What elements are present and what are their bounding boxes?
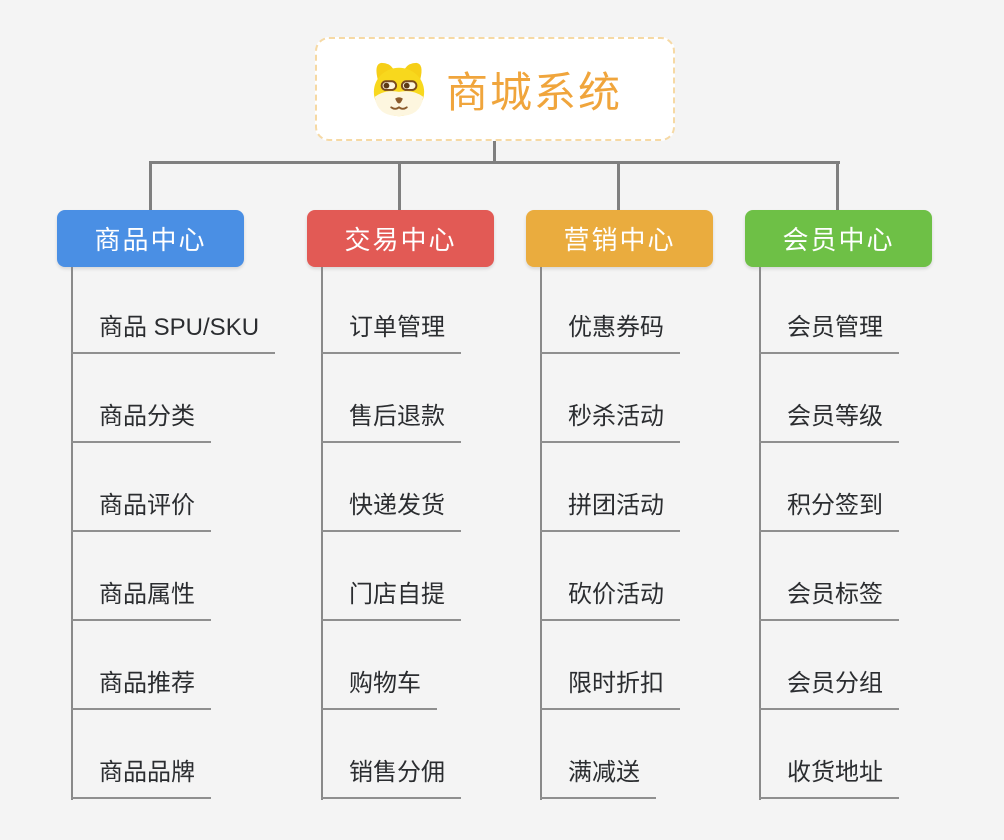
child-node[interactable]: 积分签到 <box>759 491 899 532</box>
root-node-mall-system[interactable]: 商城系统 <box>315 37 675 141</box>
child-node[interactable]: 会员分组 <box>759 669 899 710</box>
connector-drop-4 <box>836 161 839 210</box>
connector-root-stub <box>493 141 496 164</box>
connector-drop-1 <box>149 161 152 210</box>
child-node[interactable]: 商品评价 <box>71 491 211 532</box>
trunk-line-trade <box>321 267 323 800</box>
child-node[interactable]: 砍价活动 <box>540 580 680 621</box>
trunk-line-product <box>71 267 73 800</box>
trunk-line-marketing <box>540 267 542 800</box>
children-column-trade: 订单管理 售后退款 快递发货 门店自提 购物车 销售分佣 <box>321 267 461 840</box>
connector-drop-3 <box>617 161 620 210</box>
child-node[interactable]: 购物车 <box>321 669 437 710</box>
child-node[interactable]: 快递发货 <box>321 491 461 532</box>
child-node[interactable]: 销售分佣 <box>321 758 461 799</box>
branch-node-trade-center[interactable]: 交易中心 <box>307 210 494 267</box>
connector-bus <box>149 161 840 164</box>
child-node[interactable]: 门店自提 <box>321 580 461 621</box>
child-node[interactable]: 会员管理 <box>759 313 899 354</box>
child-node[interactable]: 商品属性 <box>71 580 211 621</box>
child-node[interactable]: 会员标签 <box>759 580 899 621</box>
child-node[interactable]: 商品推荐 <box>71 669 211 710</box>
child-node[interactable]: 商品分类 <box>71 402 211 443</box>
child-node[interactable]: 秒杀活动 <box>540 402 680 443</box>
child-node[interactable]: 限时折扣 <box>540 669 680 710</box>
children-column-product: 商品 SPU/SKU 商品分类 商品评价 商品属性 商品推荐 商品品牌 <box>71 267 276 840</box>
child-node[interactable]: 会员等级 <box>759 402 899 443</box>
child-node[interactable]: 商品 SPU/SKU <box>71 313 276 354</box>
branch-node-member-center[interactable]: 会员中心 <box>745 210 932 267</box>
branch-node-marketing-center[interactable]: 营销中心 <box>526 210 713 267</box>
child-node[interactable]: 满减送 <box>540 758 656 799</box>
children-column-member: 会员管理 会员等级 积分签到 会员标签 会员分组 收货地址 <box>759 267 899 840</box>
child-node[interactable]: 商品品牌 <box>71 758 211 799</box>
shiba-dog-icon <box>368 60 430 118</box>
child-node[interactable]: 订单管理 <box>321 313 461 354</box>
branch-node-product-center[interactable]: 商品中心 <box>57 210 244 267</box>
child-node[interactable]: 优惠券码 <box>540 313 680 354</box>
child-node[interactable]: 收货地址 <box>759 758 899 799</box>
connector-drop-2 <box>398 161 401 210</box>
root-title: 商城系统 <box>445 68 622 116</box>
children-column-marketing: 优惠券码 秒杀活动 拼团活动 砍价活动 限时折扣 满减送 <box>540 267 680 840</box>
trunk-line-member <box>759 267 761 800</box>
child-node[interactable]: 售后退款 <box>321 402 461 443</box>
child-node[interactable]: 拼团活动 <box>540 491 680 532</box>
